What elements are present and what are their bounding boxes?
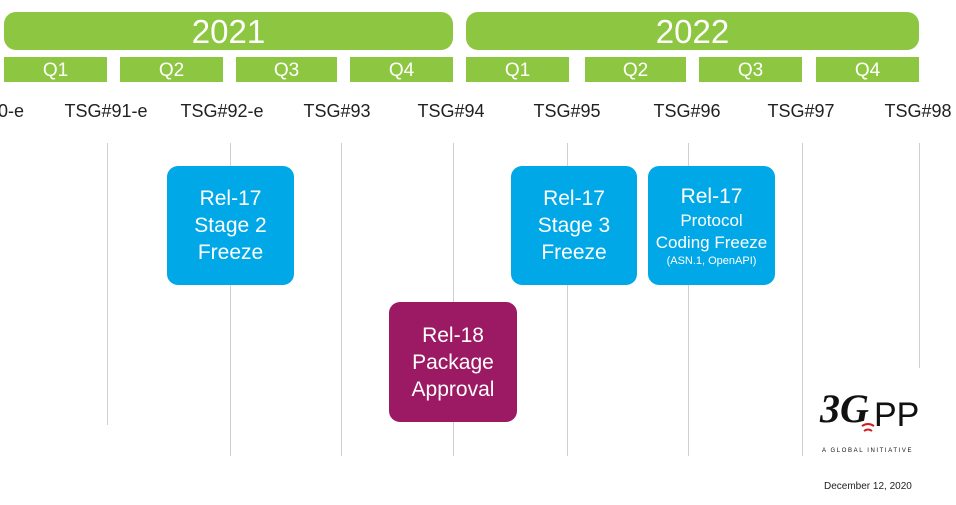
quarter-2022-q1: Q1 [466, 57, 569, 82]
guide-line [567, 143, 568, 456]
milestone-line: Freeze [541, 241, 607, 264]
guide-line [688, 143, 689, 456]
milestone-line: Protocol [680, 210, 743, 230]
svg-text:3G: 3G [819, 386, 869, 431]
milestone-rel17-protocol-coding-freeze: Rel-17 Protocol Coding Freeze (ASN.1, Op… [648, 166, 775, 285]
guide-line [802, 143, 803, 456]
meeting-label: TSG#98 [884, 101, 952, 121]
meeting-label: TSG#97 [767, 101, 835, 121]
milestone-line: Freeze [197, 241, 264, 264]
milestone-line: Coding Freeze [655, 232, 768, 252]
guide-line [107, 143, 108, 425]
meeting-label: 90-e [0, 101, 25, 121]
meeting-label: TSG#96 [653, 101, 721, 121]
milestone-rel17-stage2-freeze: Rel-17 Stage 2 Freeze [167, 166, 294, 285]
guide-line [230, 143, 231, 456]
year-bar-2021: 2021 [4, 12, 453, 50]
milestone-line: Rel-17 [680, 184, 743, 208]
quarter-2021-q3: Q3 [236, 57, 337, 82]
quarter-2022-q3: Q3 [699, 57, 802, 82]
quarter-2022-q2: Q2 [585, 57, 686, 82]
guide-line [919, 143, 920, 368]
milestone-line: Stage 3 [537, 214, 611, 237]
milestone-line: Rel-17 [199, 187, 262, 210]
quarter-2021-q4: Q4 [350, 57, 453, 82]
quarter-2021-q1: Q1 [4, 57, 107, 82]
milestone-line: Rel-18 [422, 323, 484, 347]
milestone-line: Approval [411, 377, 495, 401]
guide-line [453, 143, 454, 456]
quarter-2022-q4: Q4 [816, 57, 919, 82]
meeting-label: TSG#93 [303, 101, 371, 121]
svg-text:A GLOBAL INITIATIVE: A GLOBAL INITIATIVE [822, 448, 913, 454]
year-bar-2022: 2022 [466, 12, 919, 50]
svg-text:PP: PP [874, 396, 919, 434]
date-label: December 12, 2020 [824, 481, 912, 492]
guide-line [341, 143, 342, 456]
milestone-line: (ASN.1, OpenAPI) [666, 254, 757, 267]
meeting-label: TSG#91-e [64, 101, 148, 121]
quarter-2021-q2: Q2 [120, 57, 223, 82]
milestone-rel18-package-approval: Rel-18 Package Approval [389, 302, 517, 422]
milestone-line: Rel-17 [543, 187, 605, 210]
milestone-line: Package [412, 350, 494, 374]
3gpp-logo: 3G PP A GLOBAL INITIATIVE [819, 386, 919, 454]
meeting-label: TSG#92-e [180, 101, 264, 121]
milestone-line: Stage 2 [194, 214, 267, 237]
meeting-label: TSG#94 [417, 101, 485, 121]
milestone-rel17-stage3-freeze: Rel-17 Stage 3 Freeze [511, 166, 637, 285]
meeting-label: TSG#95 [533, 101, 601, 121]
